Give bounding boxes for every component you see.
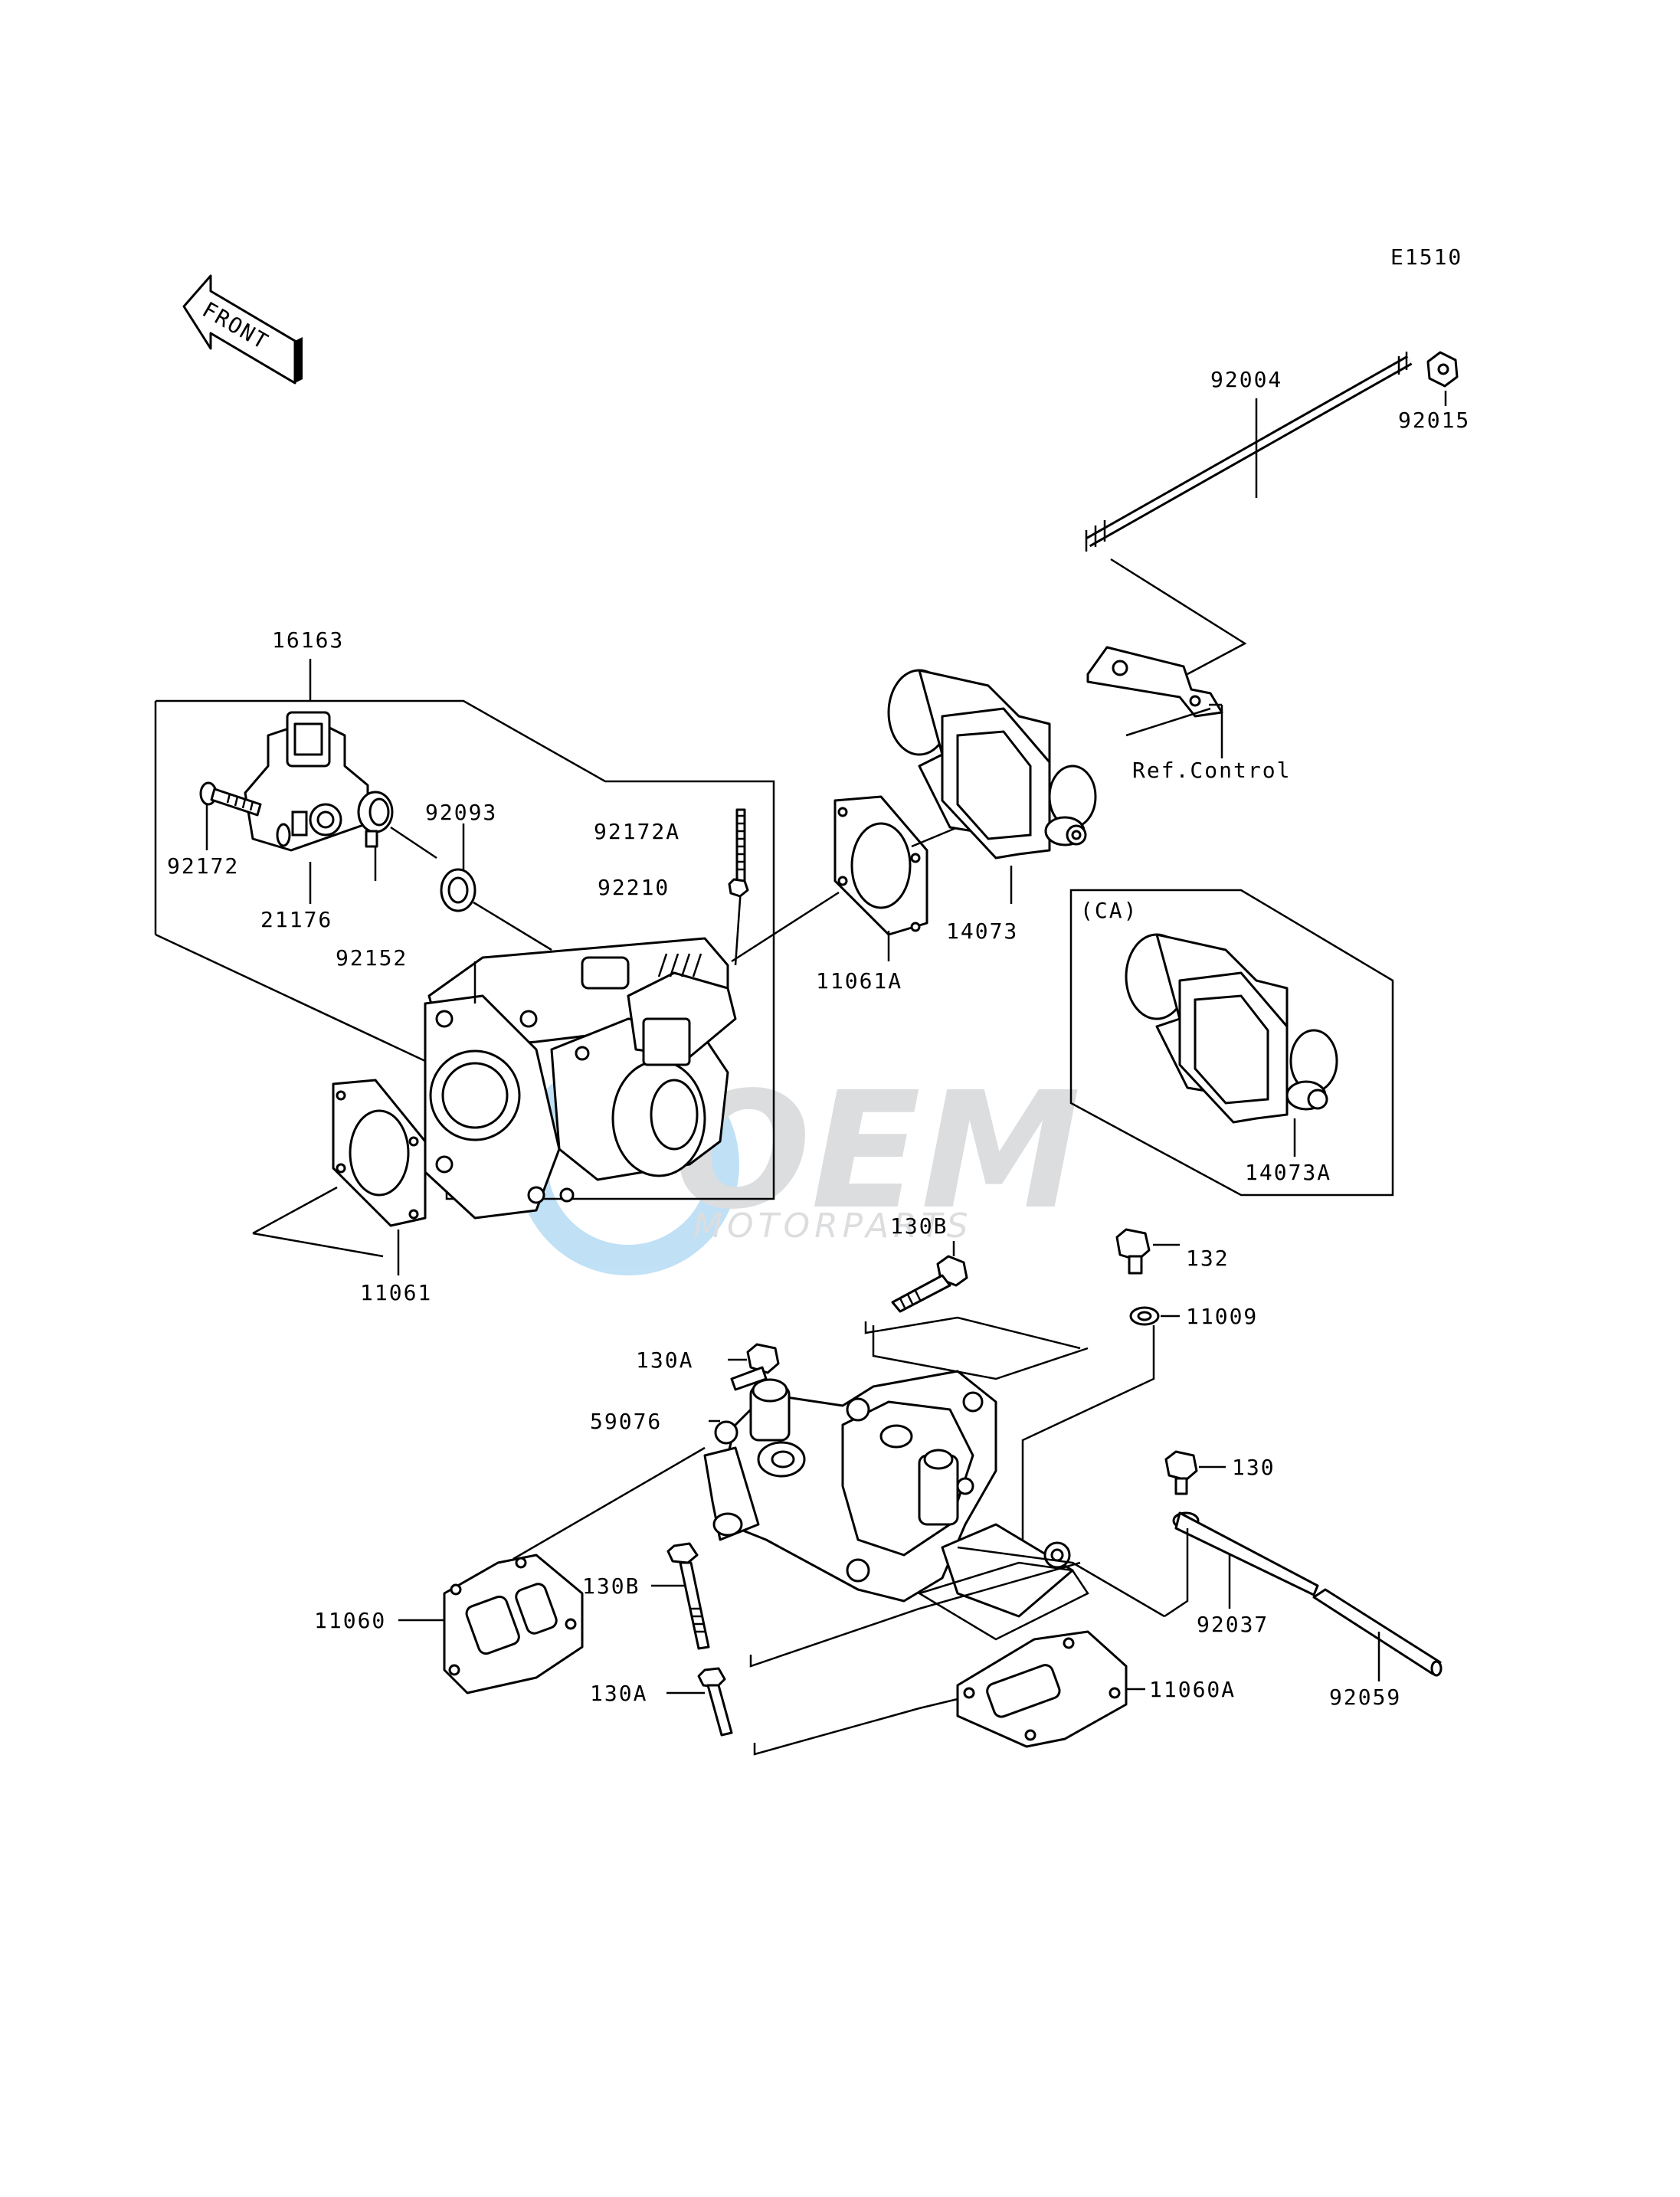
bolt-132 bbox=[1115, 1228, 1180, 1275]
callout-labels: 92004 92015 16163 Ref.Control 92172 2117… bbox=[167, 367, 1470, 1710]
throttle-position-sensor-21176 bbox=[244, 711, 369, 904]
callout-92037[interactable]: 92037 bbox=[1197, 1612, 1269, 1637]
bracket-92037 bbox=[957, 1511, 1319, 1618]
callout-130B-top[interactable]: 130B bbox=[890, 1213, 948, 1239]
callout-11009[interactable]: 11009 bbox=[1186, 1304, 1258, 1329]
nut-92015 bbox=[1426, 351, 1459, 388]
hose-92059 bbox=[1312, 1588, 1443, 1681]
watermark-tagline: MOTORPARTS bbox=[693, 1207, 973, 1246]
gasket-11060 bbox=[398, 1446, 706, 1694]
callout-92004[interactable]: 92004 bbox=[1210, 367, 1282, 392]
gasket-11061A bbox=[731, 795, 958, 963]
throttle-body-main bbox=[424, 937, 737, 1220]
bolt-130 bbox=[1164, 1450, 1226, 1495]
callout-11061[interactable]: 11061 bbox=[360, 1280, 432, 1305]
callout-21176[interactable]: 21176 bbox=[260, 907, 332, 932]
screw-92172 bbox=[199, 781, 262, 850]
washer-92093 bbox=[440, 823, 552, 951]
callout-11060A[interactable]: 11060A bbox=[1149, 1677, 1236, 1702]
callout-11061A[interactable]: 11061A bbox=[816, 968, 902, 994]
callout-59076[interactable]: 59076 bbox=[590, 1409, 662, 1434]
callout-14073A[interactable]: 14073A bbox=[1245, 1160, 1331, 1185]
callout-92152[interactable]: 92152 bbox=[336, 945, 408, 971]
front-direction-arrow: FRONT bbox=[182, 274, 303, 385]
callout-130[interactable]: 130 bbox=[1232, 1455, 1276, 1480]
valve-body-14073 bbox=[887, 669, 1097, 904]
bolt-130B-bottom bbox=[651, 1542, 1081, 1668]
callout-11060[interactable]: 11060 bbox=[314, 1608, 386, 1633]
callout-92059[interactable]: 92059 bbox=[1329, 1685, 1401, 1710]
callout-92172[interactable]: 92172 bbox=[167, 853, 239, 879]
ca-variant-box bbox=[1069, 889, 1394, 1197]
watermark-logo-text: OEM bbox=[674, 1057, 1081, 1245]
callout-130B-bottom[interactable]: 130B bbox=[582, 1573, 640, 1599]
washer-11009 bbox=[1021, 1306, 1180, 1540]
callout-ca[interactable]: (CA) bbox=[1080, 898, 1138, 923]
ref-control-bracket bbox=[1086, 646, 1223, 758]
callout-130A-bottom[interactable]: 130A bbox=[590, 1681, 647, 1706]
nut-92210 bbox=[728, 878, 749, 898]
callout-16163[interactable]: 16163 bbox=[272, 627, 344, 653]
gasket-11061 bbox=[252, 1079, 427, 1275]
bolt-130B-top bbox=[864, 1241, 1081, 1350]
callout-ref-control[interactable]: Ref.Control bbox=[1132, 758, 1291, 783]
callout-14073[interactable]: 14073 bbox=[946, 918, 1018, 944]
assembly-outline-16163 bbox=[154, 659, 775, 1200]
callout-92015[interactable]: 92015 bbox=[1398, 408, 1470, 433]
o-ring-92152 bbox=[357, 791, 437, 881]
gasket-11060A bbox=[956, 1630, 1145, 1748]
callout-92172A[interactable]: 92172A bbox=[594, 819, 680, 844]
diagram-code: E1510 bbox=[1390, 244, 1462, 270]
callout-132[interactable]: 132 bbox=[1186, 1246, 1230, 1271]
callout-92210[interactable]: 92210 bbox=[598, 875, 670, 900]
callout-92093[interactable]: 92093 bbox=[425, 800, 497, 825]
callout-130A-top[interactable]: 130A bbox=[636, 1347, 693, 1373]
rod-92004 bbox=[1085, 352, 1413, 676]
